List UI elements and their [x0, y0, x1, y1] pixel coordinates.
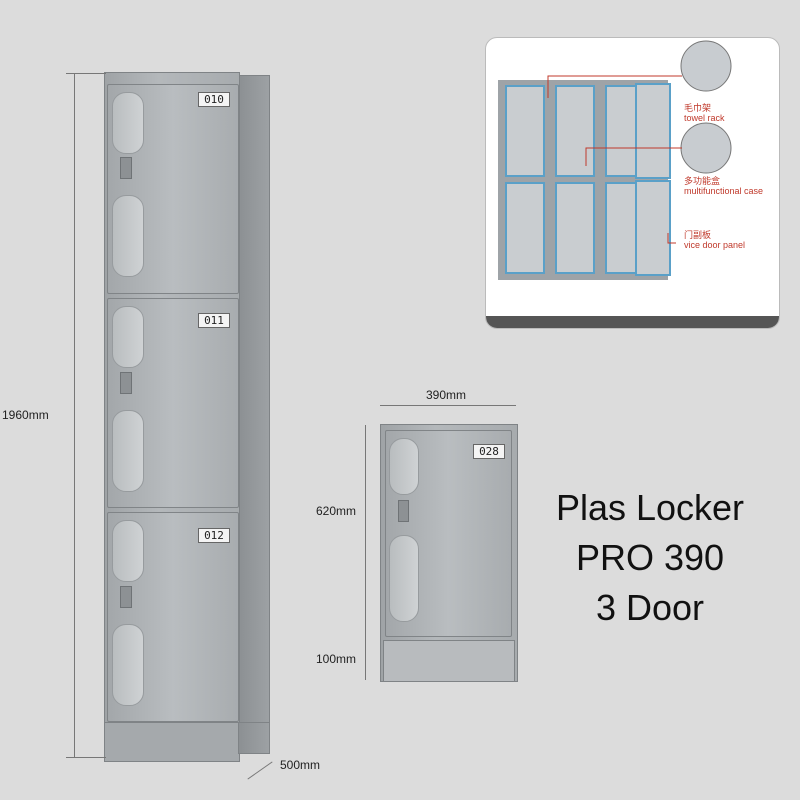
door-handle-recess — [112, 92, 144, 154]
lock-icon — [398, 500, 409, 522]
callout-en: towel rack — [684, 113, 725, 123]
lock-icon — [120, 372, 132, 394]
door-handle-recess — [389, 535, 419, 622]
base-height-label: 100mm — [316, 652, 357, 666]
tall-locker-base-side — [238, 722, 270, 754]
door-handle-recess — [112, 624, 144, 706]
height-label: 1960mm — [2, 408, 49, 422]
callout-zh: 毛巾架 — [684, 103, 712, 113]
width-dimension-line — [380, 405, 516, 406]
dimension-tick — [66, 73, 106, 74]
door-handle-recess — [389, 438, 419, 495]
lock-icon — [120, 586, 132, 608]
tall-locker-base — [104, 722, 240, 762]
width-label: 390mm — [426, 388, 467, 402]
door-number: 010 — [198, 92, 230, 107]
door-handle-recess — [112, 410, 144, 492]
depth-dimension-line — [247, 761, 273, 780]
tall-locker-side — [238, 75, 270, 737]
callout-en: multifunctional case — [684, 186, 764, 196]
callout-en: vice door panel — [684, 240, 746, 250]
height-dimension-line — [74, 73, 75, 758]
callout-zh: 多功能盒 — [684, 176, 721, 186]
dimension-tick — [66, 757, 106, 758]
callout-zh: 门副板 — [684, 230, 712, 240]
small-locker-base — [383, 640, 515, 682]
door-number: 011 — [198, 313, 230, 328]
lock-icon — [120, 157, 132, 179]
door-handle-recess — [112, 306, 144, 368]
product-title-line-3: 3 Door — [595, 587, 705, 628]
depth-label: 500mm — [280, 758, 321, 772]
door-height-label: 620mm — [316, 504, 357, 518]
product-title-line-2: PRO 390 — [575, 537, 725, 578]
height-dimension-line — [365, 425, 366, 680]
door-handle-recess — [112, 520, 144, 582]
door-number: 012 — [198, 528, 230, 543]
product-title-line-1: Plas Locker — [555, 487, 745, 528]
open-lockers-illustration — [486, 40, 779, 328]
door-handle-recess — [112, 195, 144, 277]
door-number: 028 — [473, 444, 505, 459]
